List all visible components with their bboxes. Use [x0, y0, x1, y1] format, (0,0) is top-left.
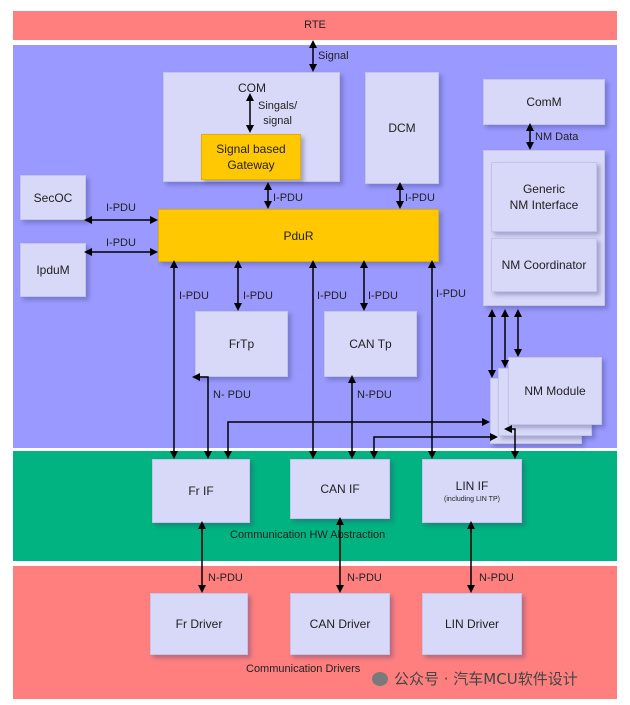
watermark: 公众号 · 汽车MCU软件设计 — [372, 668, 578, 689]
nm-coordinator: NM Coordinator — [491, 238, 597, 292]
signal-label: Signal — [318, 50, 349, 62]
comm-hw-abstraction-label: Communication HW Abstraction — [230, 529, 386, 541]
rte-label: RTE — [304, 19, 326, 31]
com-label: COM — [238, 81, 266, 95]
ipdu-label-com: I-PDU — [273, 192, 303, 204]
rte-layer — [13, 11, 617, 40]
arrow-nm-frif — [224, 418, 490, 459]
dcm-module: DCM — [365, 72, 439, 184]
ipdu-label-linif: I-PDU — [436, 288, 466, 300]
frif-module: Fr IF — [152, 459, 250, 523]
candriver-module: CAN Driver — [290, 593, 390, 655]
signals-signal-label: Singals/ signal — [258, 100, 298, 127]
npdu-label-frdriver: N-PDU — [208, 572, 243, 584]
ipdum-module: IpduM — [20, 243, 86, 297]
lindriver-module: LIN Driver — [422, 593, 522, 655]
ipdu-label-ipdum: I-PDU — [106, 237, 136, 249]
cantp-module: CAN Tp — [324, 311, 417, 377]
generic-nm-interface: Generic NM Interface — [491, 162, 597, 232]
ipdu-label-dcm: I-PDU — [405, 192, 435, 204]
pdur-module: PduR — [158, 209, 439, 262]
nm-module: NM Module — [508, 357, 602, 425]
ipdu-label-frif: I-PDU — [179, 290, 209, 302]
npdu-label-frtp: N- PDU — [213, 389, 251, 401]
arrow-nm-linif — [504, 425, 519, 459]
frdriver-module: Fr Driver — [150, 593, 248, 655]
ipdu-label-frtp: I-PDU — [243, 290, 273, 302]
wechat-icon — [372, 671, 388, 686]
ipdu-label-cantp: I-PDU — [368, 290, 398, 302]
linif-sub-label: (including LIN TP) — [444, 496, 500, 503]
arrow-nm-canif — [370, 433, 498, 459]
comm-drivers-label: Communication Drivers — [246, 663, 361, 675]
comm-module: ComM — [483, 79, 605, 125]
canif-module: CAN IF — [290, 459, 390, 519]
ipdu-label-secoc: I-PDU — [106, 202, 136, 214]
frtp-module: FrTp — [195, 311, 288, 377]
linif-module: LIN IF (including LIN TP) — [422, 459, 522, 523]
ipdu-label-canif: I-PDU — [317, 290, 347, 302]
npdu-label-cantp: N-PDU — [357, 389, 392, 401]
npdu-label-lindriver: N-PDU — [479, 572, 514, 584]
npdu-label-candriver: N-PDU — [347, 572, 382, 584]
signal-based-gateway: Signal based Gateway — [201, 134, 301, 180]
secoc-module: SecOC — [20, 175, 86, 220]
nm-data-label: NM Data — [535, 131, 579, 143]
arrow-frtp-frif — [192, 373, 212, 459]
